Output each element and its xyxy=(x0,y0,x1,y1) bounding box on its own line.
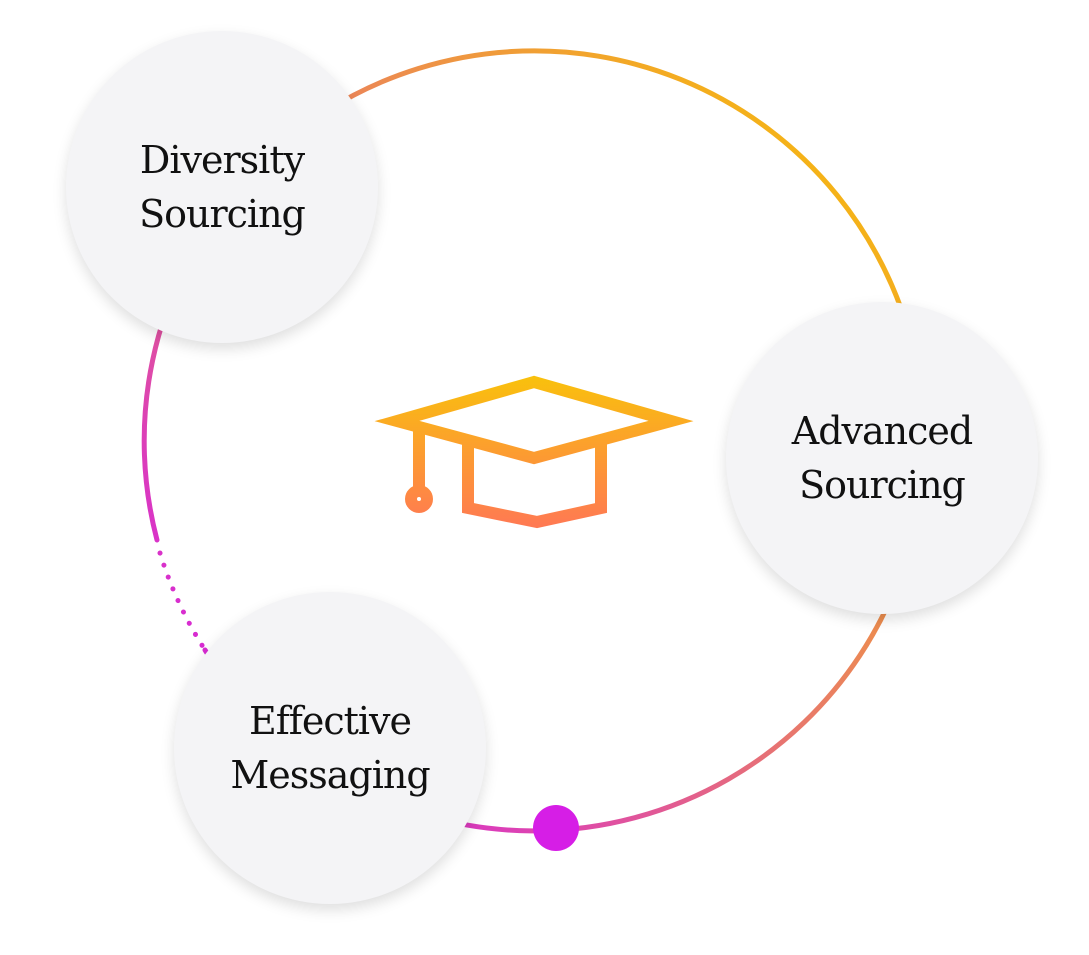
progress-marker xyxy=(533,805,579,851)
node-advanced-sourcing: Advanced Sourcing xyxy=(726,302,1038,614)
node-label: Diversity Sourcing xyxy=(139,138,306,236)
cycle-ring-dotted xyxy=(157,550,208,653)
node-label: Advanced Sourcing xyxy=(791,409,973,507)
graduation-cap-icon xyxy=(374,375,694,529)
node-effective-messaging: Effective Messaging xyxy=(174,592,486,904)
node-diversity-sourcing: Diversity Sourcing xyxy=(66,31,378,343)
node-label: Effective Messaging xyxy=(230,699,430,797)
